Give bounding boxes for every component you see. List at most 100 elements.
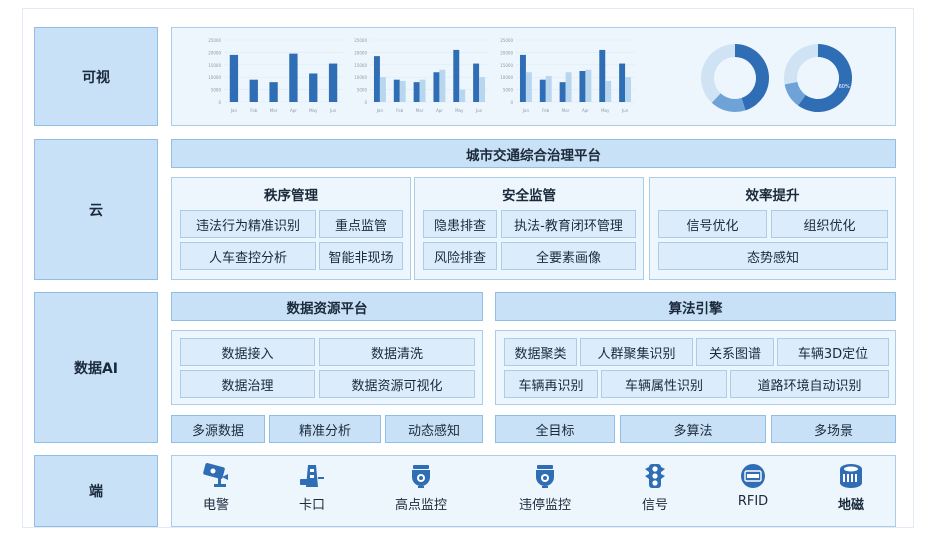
feature-cell[interactable]: 数据聚类 [504, 338, 577, 366]
feature-cell[interactable]: 车辆3D定位 [777, 338, 889, 366]
bar [433, 72, 440, 102]
bar [625, 77, 632, 102]
feature-cell[interactable]: 人车查控分析 [180, 242, 316, 270]
device-label: 高点监控 [394, 498, 447, 513]
pie-slice [784, 44, 818, 85]
y-tick-label: 5000 [211, 88, 222, 93]
pie-slice [798, 44, 852, 112]
bar [565, 72, 572, 102]
y-tick-label: 15000 [208, 63, 221, 68]
group-title: 效率提升 [745, 188, 800, 204]
x-tick-label: Apr [436, 108, 443, 113]
device-high-point-monitor: 高点监控 [376, 463, 466, 513]
feature-cell[interactable]: 关系图谱 [696, 338, 774, 366]
data-platform-title: 数据资源平台 [171, 292, 483, 321]
bar [525, 72, 532, 102]
device-rfid: RFID [708, 463, 798, 509]
x-tick-label: Mar [562, 108, 570, 113]
device-label: 电警 [202, 498, 229, 513]
feature-cell[interactable]: 组织优化 [771, 210, 888, 238]
device-label: 卡口 [298, 498, 325, 513]
y-tick-label: 20000 [208, 50, 221, 55]
group-safety-supervision: 安全监管 隐患排查 执法-教育闭环管理 风险排查 全要素画像 [414, 177, 644, 280]
feature-cell[interactable]: 风险排查 [423, 242, 497, 270]
y-tick-label: 10000 [208, 75, 221, 80]
bar [229, 54, 239, 102]
algorithm-panel: 数据聚类 人群聚集识别 关系图谱 车辆3D定位 车辆再识别 车辆属性识别 道路环… [495, 330, 896, 405]
feature-cell[interactable]: 信号优化 [658, 210, 767, 238]
feature-cell[interactable]: 数据治理 [180, 370, 315, 398]
algorithm-feature-all-targets[interactable]: 全目标 [495, 415, 615, 443]
pie-slice [784, 81, 806, 106]
bar [249, 79, 258, 102]
bar [413, 82, 420, 102]
feature-cell[interactable]: 数据资源可视化 [319, 370, 475, 398]
parking-camera-icon [536, 465, 554, 488]
layer-label-visual: 可视 [34, 27, 158, 126]
feature-cell[interactable]: 车辆再识别 [504, 370, 598, 398]
feature-cell[interactable]: 数据接入 [180, 338, 315, 366]
feature-cell[interactable]: 人群聚集识别 [580, 338, 693, 366]
algorithm-feature-multi-algorithm[interactable]: 多算法 [620, 415, 766, 443]
bar [619, 63, 626, 102]
layer-label-edge: 端 [34, 455, 158, 527]
layer-label-data-ai: 数据AI [34, 292, 158, 443]
checkpoint-icon [300, 465, 324, 487]
bar [599, 49, 606, 102]
y-tick-label: 25000 [354, 38, 367, 43]
feature-cell[interactable]: 数据清洗 [319, 338, 475, 366]
data-feature-dynamic-sensing[interactable]: 动态感知 [385, 415, 483, 443]
y-tick-label: 20000 [500, 50, 513, 55]
bar [453, 49, 460, 102]
pie-slice [701, 44, 735, 103]
bar [289, 53, 298, 102]
feature-cell[interactable]: 车辆属性识别 [601, 370, 727, 398]
bar [585, 69, 592, 102]
rfid-icon [741, 464, 765, 488]
algorithm-feature-multi-scene[interactable]: 多场景 [771, 415, 896, 443]
x-tick-label: Jun [475, 108, 483, 113]
feature-cell[interactable]: 全要素画像 [501, 242, 636, 270]
data-feature-precise-analysis[interactable]: 精准分析 [269, 415, 381, 443]
y-tick-label: 10000 [354, 75, 367, 80]
dome-camera-icon [412, 465, 430, 488]
x-tick-label: Apr [290, 108, 297, 113]
y-tick-label: 15000 [354, 63, 367, 68]
feature-cell[interactable]: 隐患排查 [423, 210, 497, 238]
group-title: 安全监管 [502, 188, 556, 204]
bar [379, 77, 386, 102]
y-tick-label: 25000 [500, 38, 513, 43]
pie-slice [735, 44, 769, 111]
y-tick-label: 0 [364, 100, 367, 105]
x-tick-label: Jun [329, 108, 337, 113]
x-tick-label: Jun [621, 108, 629, 113]
data-feature-multi-source[interactable]: 多源数据 [171, 415, 265, 443]
y-tick-label: 5000 [503, 88, 514, 93]
x-tick-label: May [455, 108, 464, 113]
bar [419, 79, 426, 102]
donut-chart-1 [701, 44, 769, 113]
edge-panel [171, 455, 896, 527]
bar [459, 89, 466, 102]
device-electronic-police: 电警 [171, 463, 261, 513]
feature-cell[interactable]: 智能非现场 [319, 242, 403, 270]
y-tick-label: 0 [510, 100, 513, 105]
feature-cell[interactable]: 道路环境自动识别 [730, 370, 889, 398]
feature-cell[interactable]: 违法行为精准识别 [180, 210, 316, 238]
bar [439, 69, 446, 102]
bar [473, 63, 480, 102]
bar [328, 63, 338, 102]
algorithm-engine-title: 算法引擎 [495, 292, 896, 321]
x-tick-label: Jan [230, 108, 238, 113]
group-efficiency: 效率提升 信号优化 组织优化 态势感知 [649, 177, 896, 280]
bar [269, 82, 278, 102]
feature-cell[interactable]: 态势感知 [658, 242, 888, 270]
x-tick-label: Mar [270, 108, 278, 113]
diagram-frame [22, 8, 914, 528]
traffic-light-icon [645, 464, 665, 488]
feature-cell[interactable]: 重点监管 [319, 210, 403, 238]
slice-label: 60% [839, 84, 850, 90]
feature-cell[interactable]: 执法-教育闭环管理 [501, 210, 636, 238]
